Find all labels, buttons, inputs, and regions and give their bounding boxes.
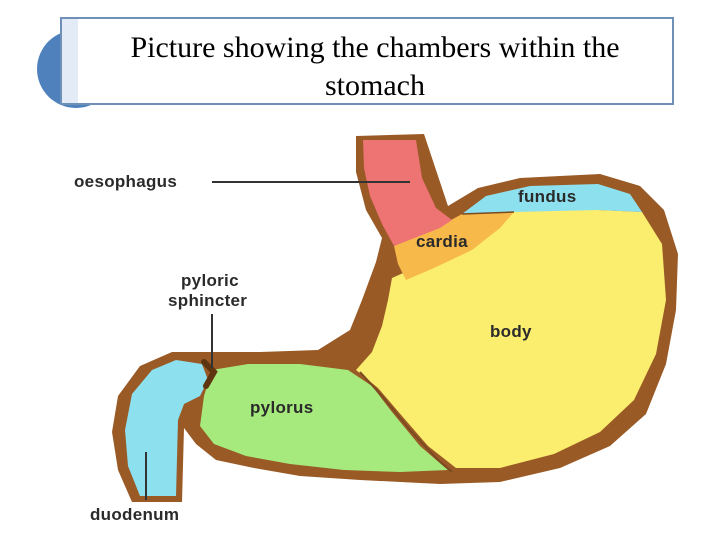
body-region xyxy=(356,206,666,468)
cardia-region xyxy=(394,212,514,280)
slide-title: Picture showing the chambers within the … xyxy=(78,29,672,105)
label-oesophagus: oesophagus xyxy=(74,172,177,191)
label-duodenum: duodenum xyxy=(90,505,179,524)
pylorus-region xyxy=(200,364,448,472)
slide-title-line-2: stomach xyxy=(325,69,425,102)
oesophagus-region xyxy=(363,140,452,246)
label-body: body xyxy=(490,322,532,341)
pyloric-sphincter-constriction xyxy=(201,359,218,389)
cardia-fundus-boundary xyxy=(461,211,515,215)
pylorus-body-boundary xyxy=(359,371,453,473)
title-box-strip xyxy=(62,19,78,103)
label-pyloric-line1: pyloric xyxy=(181,271,239,290)
label-pyloric-line2: sphincter xyxy=(168,291,247,310)
fundus-region xyxy=(462,184,642,214)
label-fundus: fundus xyxy=(518,187,576,206)
slide-title-line-1: Picture showing the chambers within the xyxy=(130,31,620,64)
label-pylorus: pylorus xyxy=(250,398,314,417)
label-cardia: cardia xyxy=(416,232,468,251)
title-box: Picture showing the chambers within the … xyxy=(60,17,674,105)
